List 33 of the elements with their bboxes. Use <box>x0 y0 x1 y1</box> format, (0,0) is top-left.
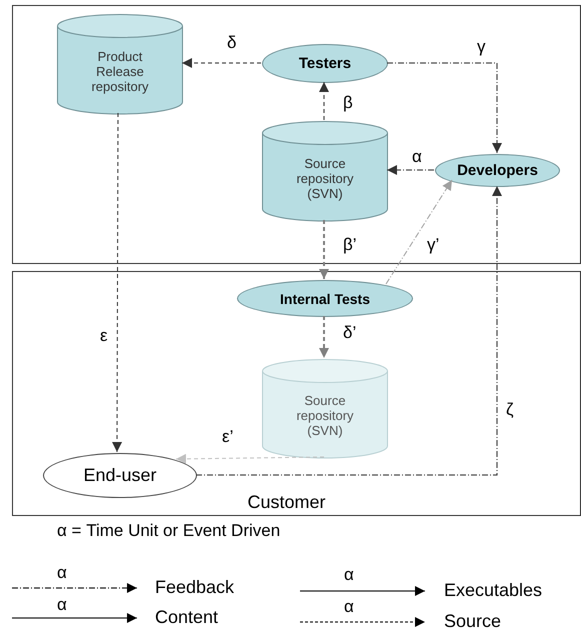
node-label: Testers <box>298 55 352 72</box>
arrow <box>196 186 502 476</box>
legend-symbol: α <box>57 595 67 615</box>
arrow <box>319 220 329 279</box>
legend-symbol: α <box>344 597 354 617</box>
arrow <box>182 58 262 68</box>
legend-symbol: α <box>57 563 67 583</box>
legend-label: Content <box>155 607 218 628</box>
legend-symbol: α <box>344 565 354 585</box>
node-label: End-user <box>83 465 157 486</box>
arrow <box>112 112 122 452</box>
panel-box <box>12 271 581 516</box>
edge-label: β’ <box>342 236 358 254</box>
node-label: Source repository (SVN) <box>295 393 355 438</box>
node-label: Developers <box>457 162 538 179</box>
arrow <box>386 165 434 175</box>
arrow <box>386 180 452 284</box>
edge-label: γ’ <box>426 236 440 254</box>
node-label: Internal Tests <box>280 290 370 306</box>
legend-label: Executables <box>444 580 542 601</box>
panel-title: Customer <box>247 492 326 513</box>
node-label: Product Release repository <box>90 48 150 94</box>
legend-note: α = Time Unit or Event Driven <box>57 521 280 541</box>
legend-label: Source <box>444 611 502 632</box>
panel-box <box>12 5 581 264</box>
arrow <box>176 454 324 464</box>
arrow <box>386 62 502 154</box>
arrow <box>319 82 329 120</box>
edge-label: β <box>342 94 354 112</box>
node-label: Source repository (SVN) <box>295 156 355 200</box>
arrow <box>319 316 329 358</box>
edge-label: ζ <box>505 401 514 419</box>
legend-label: Feedback <box>155 577 234 598</box>
